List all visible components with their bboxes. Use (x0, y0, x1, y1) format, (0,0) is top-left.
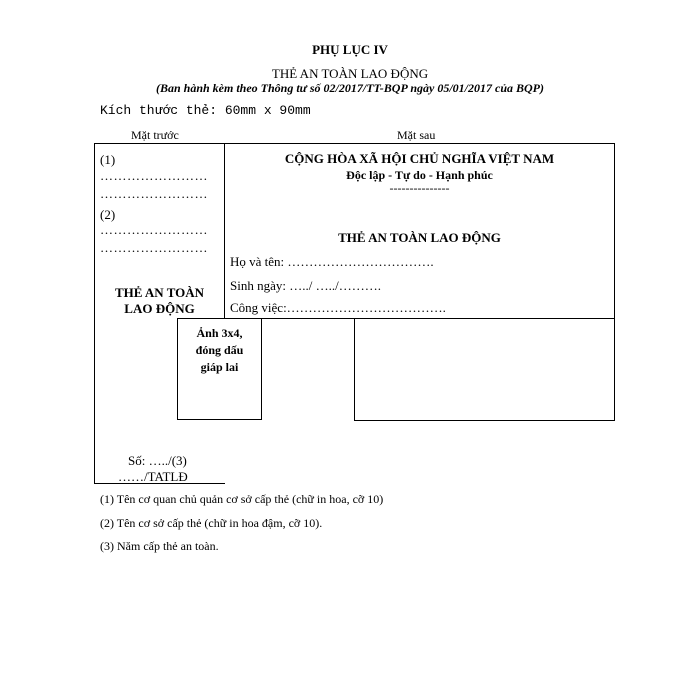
motto-rule: --------------- (389, 181, 450, 195)
card-number-line1: Số: …../(3) (128, 453, 187, 468)
nation-heading: CỘNG HÒA XÃ HỘI CHỦ NGHĨA VIỆT NAM (284, 151, 555, 166)
back-blank-box (354, 318, 615, 421)
appendix-heading: PHỤ LỤC IV (312, 42, 388, 57)
front-card-title-line1: THẺ AN TOÀN (114, 285, 205, 300)
card-number-line2: ……/TATLĐ (118, 469, 188, 484)
photo-box: Ảnh 3x4, đóng dấu giáp lai (177, 318, 262, 420)
front-dots-1b: …………………… (100, 186, 208, 201)
back-card-title: THẺ AN TOÀN LAO ĐỘNG (338, 230, 501, 245)
front-card-title-line2: LAO ĐỘNG (124, 301, 195, 316)
front-dots-2a: …………………… (100, 222, 208, 237)
photo-label-line2: đóng dấu (195, 343, 244, 357)
document-title: THẺ AN TOÀN LAO ĐỘNG (271, 66, 429, 81)
nation-motto: Độc lập - Tự do - Hạnh phúc (346, 168, 493, 182)
dob-field: Sinh ngày: …../ …../………. (230, 278, 381, 293)
back-side-label: Mặt sau (397, 128, 436, 142)
footnote-3: (3) Năm cấp thẻ an toàn. (100, 539, 219, 553)
front-item-1: (1) (100, 152, 116, 167)
footnote-1: (1) Tên cơ quan chủ quản cơ sở cấp thẻ (… (100, 492, 384, 506)
document-subtitle: (Ban hành kèm theo Thông tư số 02/2017/T… (155, 81, 544, 95)
front-item-2: (2) (100, 207, 116, 222)
front-dots-1a: …………………… (100, 168, 208, 183)
photo-label-line3: giáp lai (200, 360, 239, 374)
name-field: Họ và tên: ……………………………. (230, 254, 434, 269)
footnote-2: (2) Tên cơ sở cấp thẻ (chữ in hoa đậm, c… (100, 516, 323, 530)
front-dots-2b: …………………… (100, 240, 208, 255)
photo-label-line1: Ảnh 3x4, (196, 326, 243, 340)
front-side-label: Mặt trước (131, 128, 179, 142)
card-size-note: Kích thước thẻ: 60mm x 90mm (100, 103, 311, 118)
job-field: Công việc:………………………………. (230, 300, 446, 315)
